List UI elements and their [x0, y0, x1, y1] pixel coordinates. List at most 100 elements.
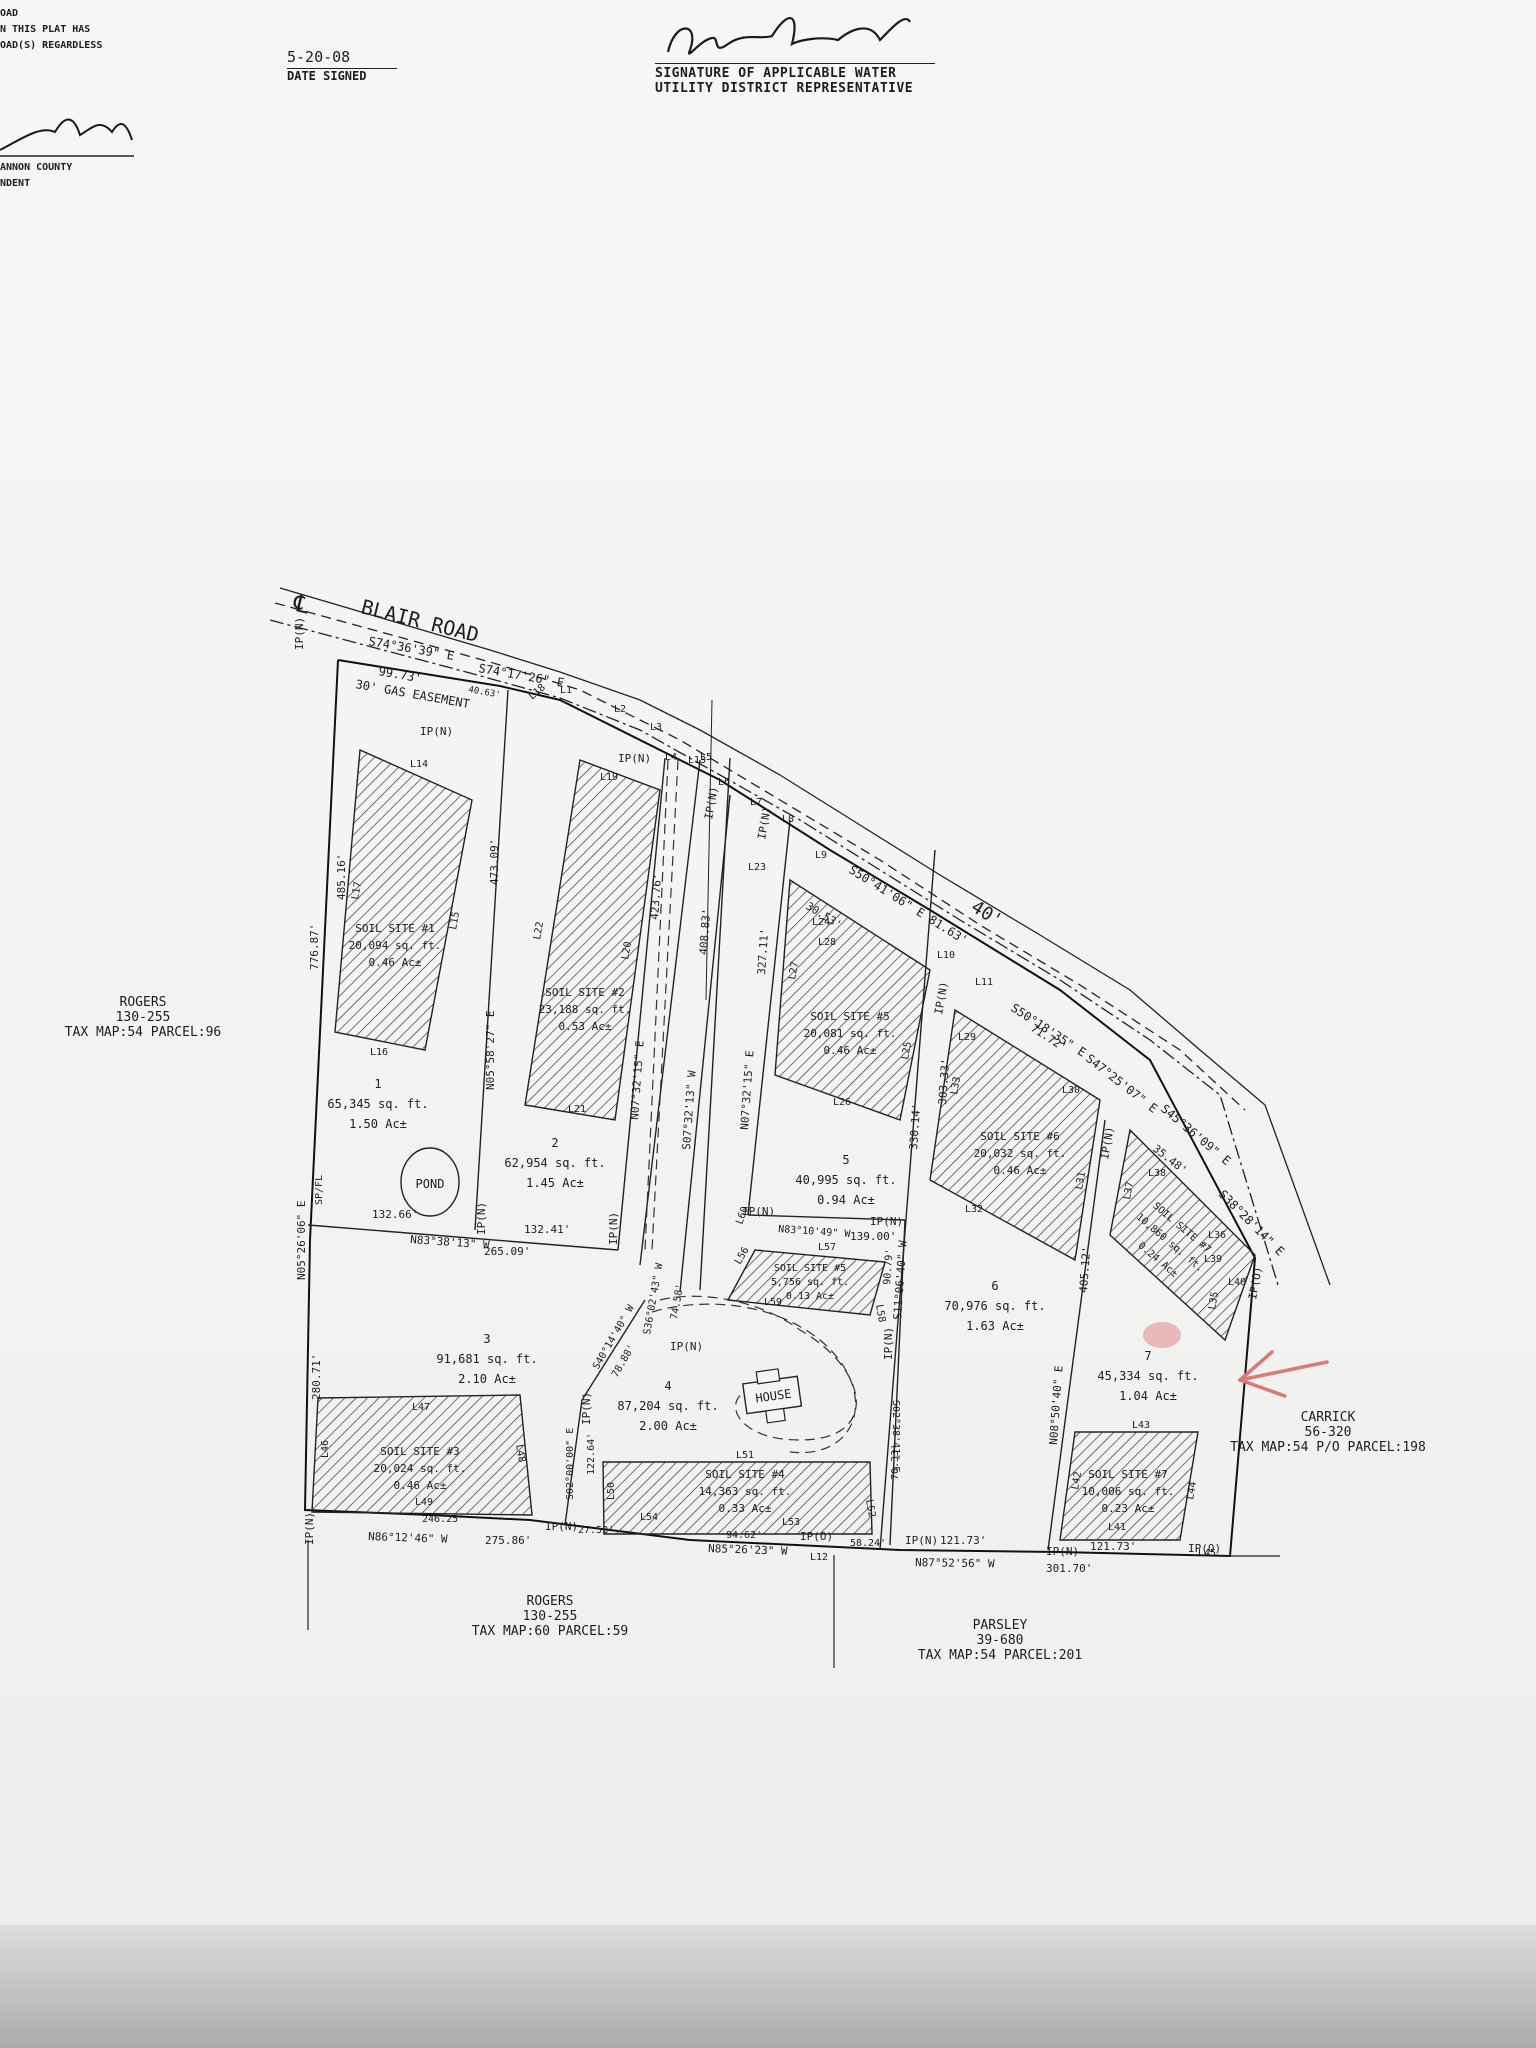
line-l8: L8 [782, 814, 794, 825]
bearing-lot13: N83°38'13" W [410, 1233, 491, 1252]
soil-site-2-area [524, 759, 661, 1121]
line-l26: L26 [833, 1097, 851, 1108]
corner-line-1: OAD [0, 8, 19, 19]
soil-5b-sqft: 5,756 sq. ft. [771, 1277, 849, 1288]
lot-6-ac: 1.63 Ac± [966, 1319, 1024, 1333]
pin-lot1: IP(N) [475, 1202, 488, 1235]
road-dist-2: 40.63' [467, 685, 501, 700]
line-l16: L16 [370, 1047, 388, 1058]
dist-303: 303.33' [936, 1058, 952, 1105]
centerline-symbol: ℄ [290, 588, 313, 619]
dist-275: 275.86' [485, 1534, 531, 1547]
dist-776: 776.87' [308, 924, 321, 970]
line-l22: L22 [532, 921, 546, 941]
soil-2-name: SOIL SITE #2 [545, 986, 624, 999]
bearing-lot1-north: N05°58'27" E [484, 1011, 497, 1090]
lot-lines [307, 689, 1106, 1551]
dist-121a: 121.73' [940, 1534, 986, 1547]
soil-2-ac: 0.53 Ac± [559, 1020, 612, 1033]
soil-5-sqft: 20,081 sq. ft. [804, 1027, 897, 1040]
property-boundary [303, 659, 1257, 1558]
pin-ne: IP(O) [1246, 1266, 1265, 1301]
pin-se: IP(O) [1188, 1542, 1221, 1555]
line-call-labels: L1 L2 L3 L4 L5 L6 L7 L8 L9 L10 L11 L12 L… [320, 682, 1246, 1563]
pond-outline [400, 1147, 460, 1217]
dist-122: 122.64' [586, 1433, 597, 1475]
water-sig-line-1: SIGNATURE OF APPLICABLE WATER [655, 66, 897, 81]
lot-5-number: 5 [842, 1153, 849, 1167]
soil-7b-name: SOIL SITE #7 [1088, 1468, 1167, 1481]
lot-3-sqft: 91,681 sq. ft. [436, 1352, 537, 1366]
dist-94: 94.62' [726, 1530, 762, 1541]
bearing-lot34b: S36°02'43" W [642, 1261, 666, 1335]
line-l6: L6 [718, 777, 730, 788]
soil-4-name: SOIL SITE #4 [705, 1468, 785, 1481]
line-l50: L50 [606, 1482, 617, 1500]
pond-label: POND [416, 1177, 445, 1191]
pin-s1: IP(N) [545, 1520, 578, 1533]
adjoiner-ref: 56-320 [1304, 1425, 1352, 1440]
bearing-south-2: N85°26'23" W [708, 1542, 788, 1558]
bearing-west: N05°26'06" E [295, 1201, 308, 1280]
sheet-edge-background [0, 1925, 1536, 2048]
pin-s2: IP(O) [800, 1530, 833, 1543]
line-l41: L41 [1108, 1522, 1126, 1533]
pin-sw: IP(N) [303, 1512, 316, 1545]
dist-423: 423.76' [648, 873, 664, 920]
lot-6-number: 6 [991, 1279, 998, 1293]
line-l54: L54 [640, 1512, 658, 1523]
soil-4-ac: 0.33 Ac± [719, 1502, 772, 1515]
right-of-way-width: 40' [967, 896, 1006, 931]
adjoiner-rogers-west: ROGERS 130-255 TAX MAP:54 PARCEL:96 [58, 995, 228, 1040]
line-l37: L37 [1122, 1181, 1136, 1201]
dist-74: 74.58' [669, 1283, 686, 1320]
pin-lot6: IP(N) [1098, 1126, 1117, 1161]
bearing-lot2-mid: N07°32'15" E [628, 1040, 647, 1120]
dist-121b: 121.73' [1090, 1540, 1136, 1553]
corner-certificate-text: OAD N THIS PLAT HAS OAD(S) REGARDLESS [0, 6, 102, 54]
adjoiner-map: TAX MAP:54 P/O PARCEL:198 [1230, 1440, 1426, 1455]
line-l27: L27 [787, 961, 801, 981]
soil-3-sqft: 20,024 sq. ft. [374, 1462, 467, 1475]
county-signature-caption: ANNON COUNTY NDENT [0, 160, 72, 192]
bearing-drive: S07°32'13" W [680, 1070, 699, 1151]
lot-labels: 1 65,345 sq. ft. 1.50 Ac± 2 62,954 sq. f… [327, 1077, 1198, 1433]
lot-2-sqft: 62,954 sq. ft. [504, 1156, 605, 1170]
line-l5: L5 [700, 752, 712, 763]
line-l28: L28 [818, 937, 836, 948]
pin-lot5-sw: IP(N) [742, 1205, 775, 1218]
adjoiner-name: PARSLEY [972, 1618, 1028, 1633]
line-l31: L31 [1074, 1171, 1088, 1191]
county-line-2: NDENT [0, 178, 31, 189]
pin-lot56-n: IP(N) [932, 981, 951, 1016]
bearing-lot4-east: S02°38'41" E [890, 1400, 901, 1472]
pin-lot4: IP(N) [670, 1340, 703, 1353]
line-l4: L4 [665, 752, 677, 763]
line-l47: L47 [412, 1402, 430, 1413]
line-l11: L11 [975, 977, 993, 988]
line-l52: L52 [863, 1499, 877, 1519]
soil-3-name: SOIL SITE #3 [380, 1445, 459, 1458]
soil-4-sqft: 14,363 sq. ft. [699, 1485, 792, 1498]
lot-2-ac: 1.45 Ac± [526, 1176, 584, 1190]
road-call-2: S74°17'26" E [477, 661, 565, 690]
water-signature-scribble [666, 17, 911, 55]
centerline-tick [705, 699, 713, 1001]
dist-27: 27.52' [578, 1525, 614, 1536]
line-l30: L30 [1062, 1085, 1080, 1096]
line-l59: L59 [764, 1297, 782, 1308]
pin-nw: IP(N) [293, 617, 306, 650]
pin-lot5: IP(N) [702, 786, 721, 821]
lot-5-sqft: 40,995 sq. ft. [795, 1173, 896, 1187]
bearing-lot34: S40°14'40" W [591, 1303, 637, 1372]
soil-2-sqft: 23,188 sq. ft. [539, 1003, 632, 1016]
adjoiner-ref: 39-680 [976, 1633, 1024, 1648]
adjoiner-name: ROGERS [526, 1594, 574, 1609]
water-signature-caption: SIGNATURE OF APPLICABLE WATER UTILITY DI… [655, 63, 935, 96]
pin-drive: IP(N) [618, 752, 651, 765]
pin-easement: IP(N) [420, 725, 453, 738]
county-signature-scribble [0, 118, 133, 151]
pin-s4: IP(N) [1046, 1545, 1079, 1558]
adjoiner-map: TAX MAP:60 PARCEL:59 [471, 1624, 629, 1639]
